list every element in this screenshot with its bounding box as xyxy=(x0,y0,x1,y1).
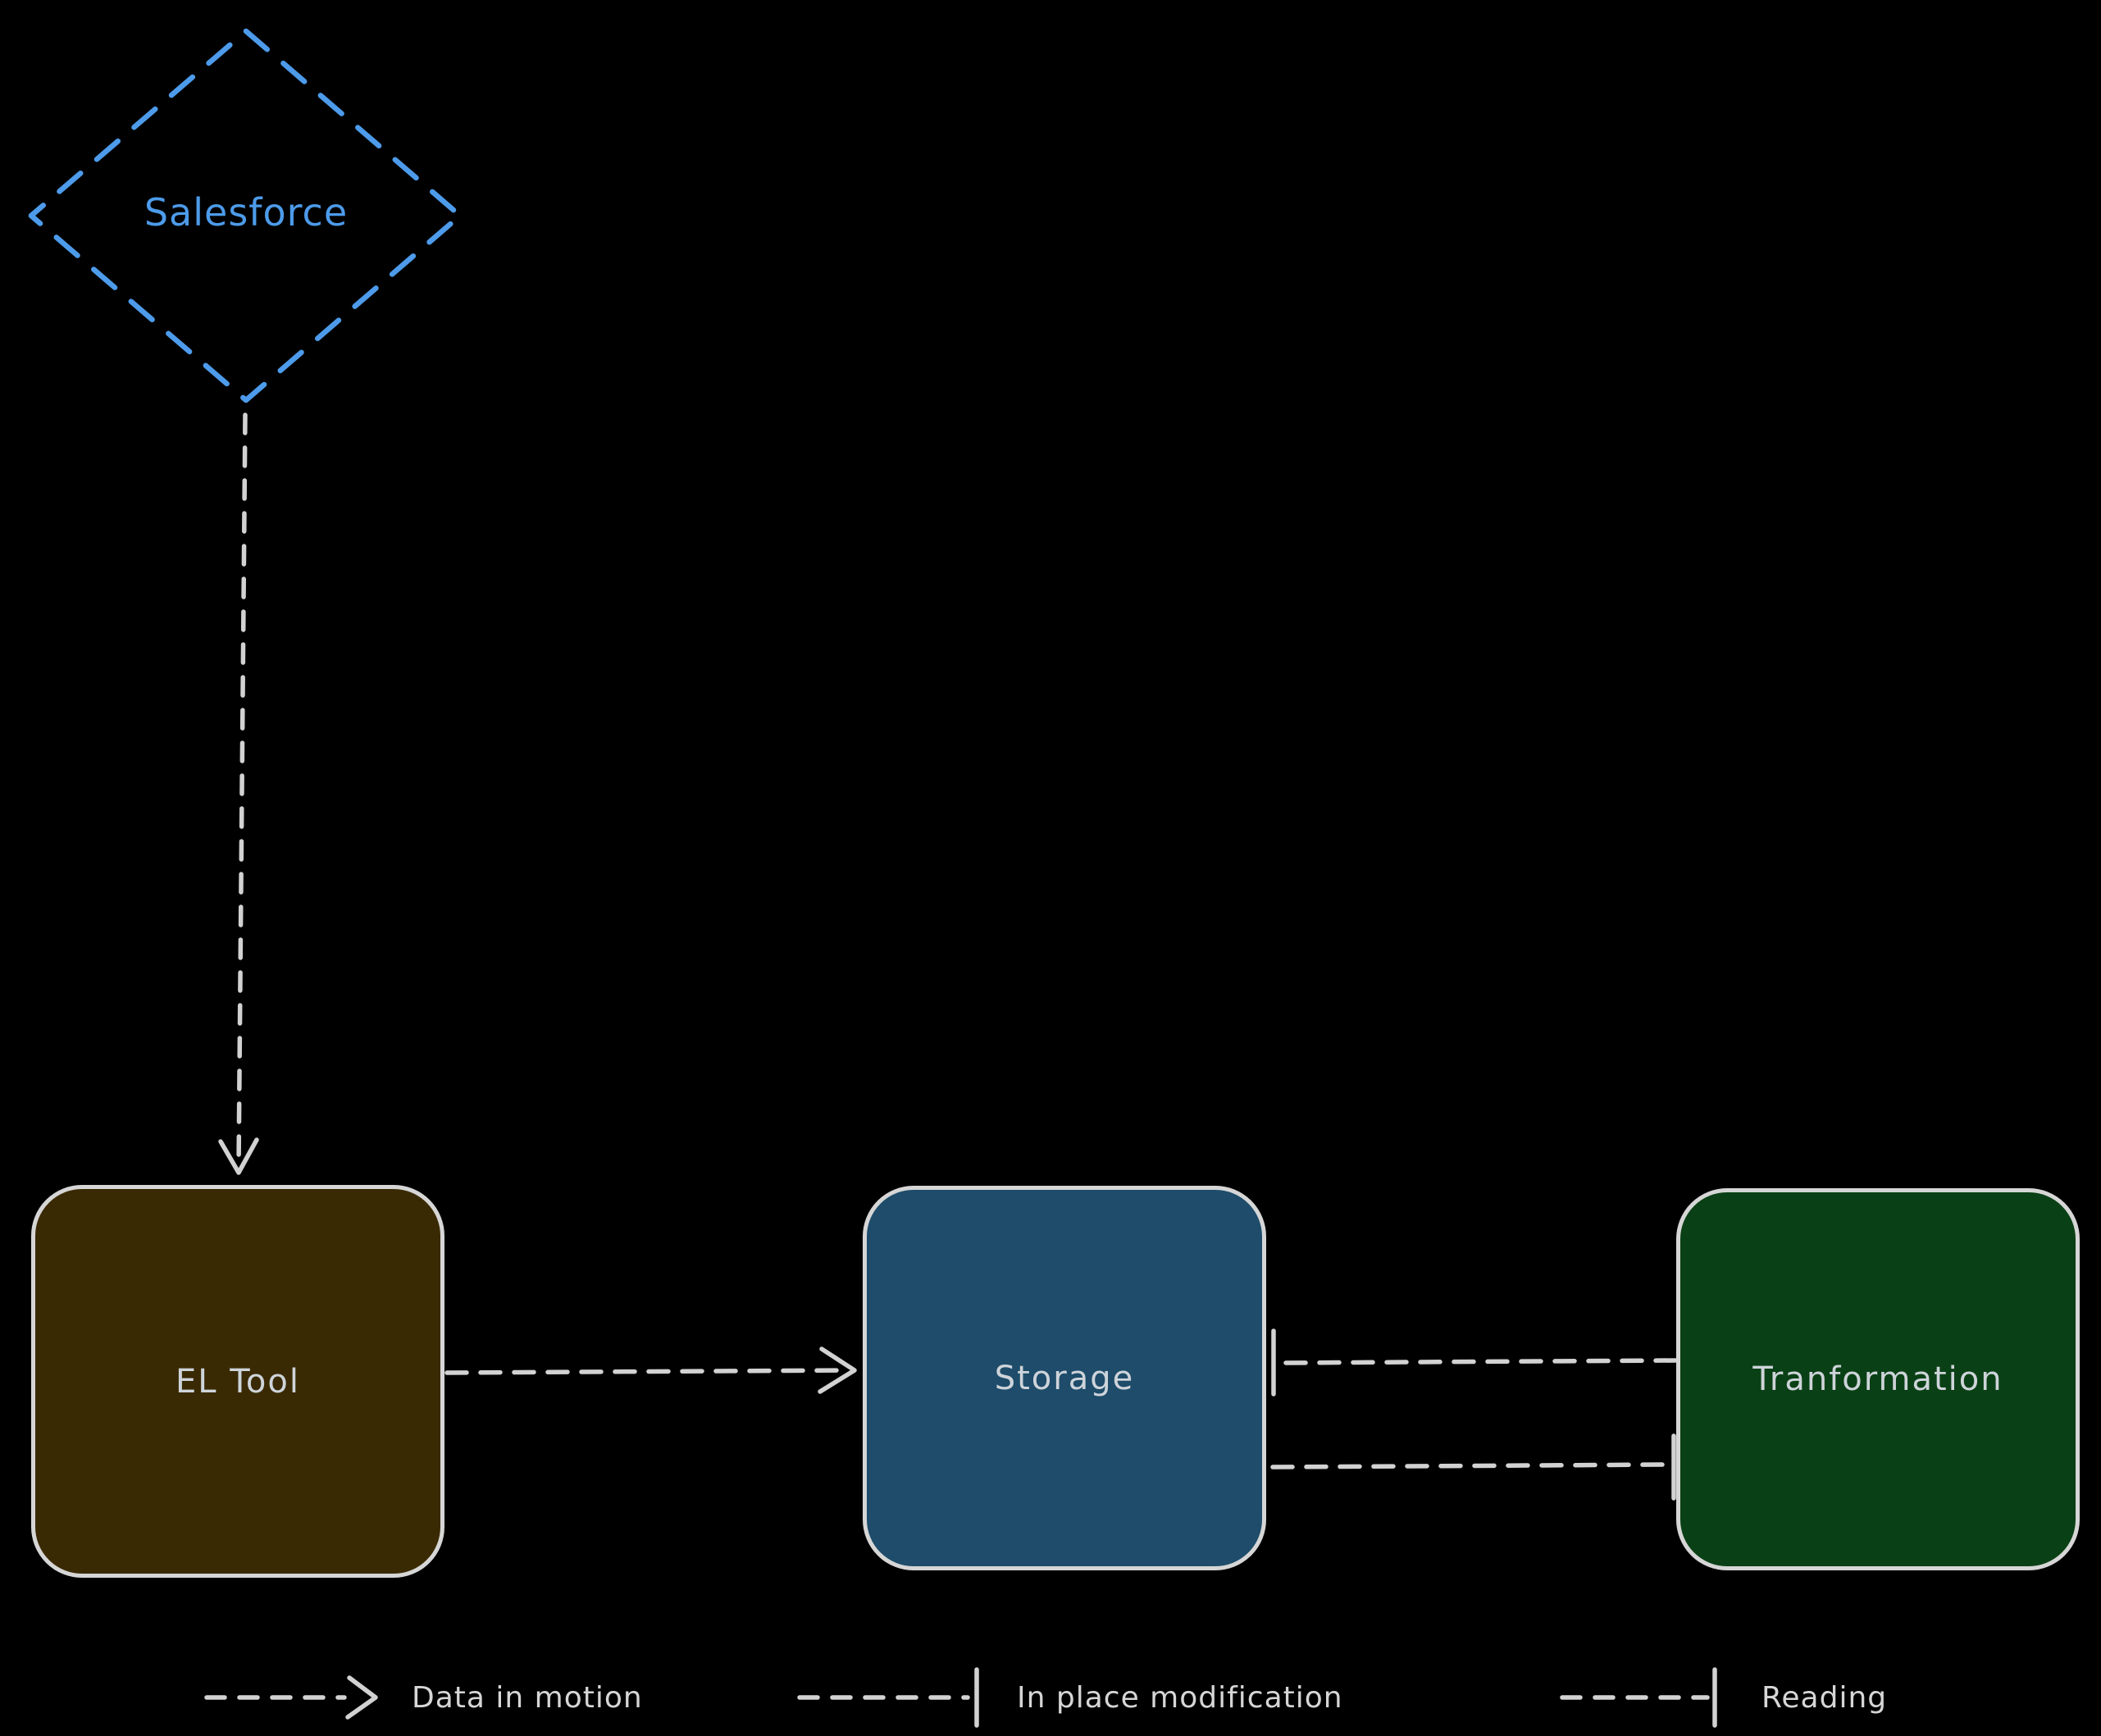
storage-node-label: Storage xyxy=(994,1359,1135,1397)
arrow-salesforce-to-el-tool[interactable] xyxy=(218,412,259,1175)
salesforce-node-label: Salesforce xyxy=(144,190,349,235)
legend-label-data-in-motion: Data in motion xyxy=(412,1681,643,1715)
connector-reading[interactable] xyxy=(1270,1433,1676,1501)
legend-label-in-place-modification: In place modification xyxy=(1017,1681,1343,1715)
legend-label-reading: Reading xyxy=(1761,1681,1888,1715)
storage-node[interactable]: Storage xyxy=(863,1186,1266,1570)
arrow-el-tool-to-storage[interactable] xyxy=(444,1346,857,1394)
legend-bar-sample-reading[interactable] xyxy=(1560,1667,1717,1728)
legend-arrow-sample[interactable] xyxy=(204,1675,378,1720)
legend-bar-sample-modification[interactable] xyxy=(797,1667,979,1728)
el-tool-node-label: EL Tool xyxy=(175,1362,300,1401)
salesforce-diamond-shape[interactable] xyxy=(28,28,463,403)
transformation-node-label: Tranformation xyxy=(1752,1360,2003,1398)
el-tool-node[interactable]: EL Tool xyxy=(31,1185,444,1578)
connector-in-place-modification[interactable] xyxy=(1271,1328,1678,1397)
transformation-node[interactable]: Tranformation xyxy=(1676,1188,2080,1570)
